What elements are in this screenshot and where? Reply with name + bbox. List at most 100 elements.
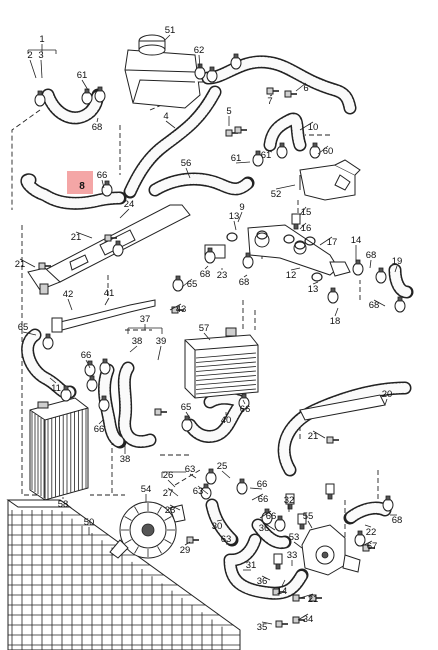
clamp-tab — [45, 333, 51, 339]
clamp-tab — [102, 358, 108, 364]
clamp-tab — [175, 275, 181, 281]
label-part-39: 39 — [156, 336, 167, 347]
label-part-25: 25 — [217, 461, 228, 472]
leader-line — [373, 299, 386, 307]
sensor-tip — [293, 223, 299, 230]
bolt-head — [284, 90, 292, 98]
hose-texture — [203, 56, 355, 113]
leader-line — [165, 120, 176, 129]
label-part-61: 61 — [261, 150, 272, 161]
leader-line — [189, 473, 197, 479]
label-part-14: 14 — [351, 235, 362, 246]
hose-clamp — [309, 145, 321, 159]
hose-clamp — [327, 290, 339, 304]
leader-line — [167, 487, 179, 497]
label-part-66: 66 — [258, 494, 269, 505]
hose-clamp — [86, 378, 98, 392]
hose-texture — [253, 520, 290, 548]
label-part-53: 53 — [289, 532, 300, 543]
leader-line — [261, 575, 271, 581]
leader-line — [167, 479, 176, 488]
label-part-63: 63 — [221, 534, 232, 545]
label-part-21: 21 — [308, 431, 319, 442]
label-part-17: 17 — [327, 237, 338, 248]
alternator-rib — [157, 546, 162, 554]
leader-line — [119, 208, 130, 219]
o-ring — [304, 236, 316, 246]
clamp-tab — [239, 478, 245, 484]
label-part-37: 37 — [140, 314, 151, 325]
cooler-plate — [195, 379, 257, 386]
label-part-34: 34 — [303, 614, 314, 625]
label-part-58: 58 — [58, 499, 69, 510]
pipe-41 — [51, 299, 156, 333]
label-part-68: 68 — [392, 515, 403, 526]
clamp-tab — [209, 66, 215, 72]
leader-line — [225, 543, 237, 546]
leader-line — [281, 579, 286, 587]
label-part-61: 61 — [231, 153, 242, 164]
label-part-13: 13 — [308, 284, 319, 295]
label-part-68: 68 — [200, 269, 211, 280]
label-part-66: 66 — [257, 479, 268, 490]
label-part-67: 67 — [367, 541, 378, 552]
hose-clamp — [84, 363, 96, 377]
coolant-flange-assembly — [204, 224, 351, 277]
hose-clamp — [60, 388, 72, 402]
clamp-tab — [203, 483, 209, 489]
leader-line — [312, 281, 319, 285]
alternator-rib — [157, 506, 162, 514]
clamp-tab — [355, 259, 361, 265]
label-part-28: 28 — [165, 505, 176, 516]
label-part-5: 5 — [226, 106, 231, 117]
leader-line — [198, 54, 201, 69]
sensor-body — [325, 483, 335, 495]
leader-line — [259, 510, 272, 519]
leader-line — [169, 303, 182, 311]
cooler-plate — [195, 375, 257, 381]
clamp-tab — [184, 415, 190, 421]
highlight-marker-part-8[interactable] — [67, 171, 93, 194]
o-ring — [256, 230, 268, 240]
leader-line — [307, 520, 313, 529]
hose-clamp — [206, 69, 218, 83]
clamp-tab — [357, 530, 363, 536]
label-part-24: 24 — [124, 199, 135, 210]
clamp-tab — [241, 393, 247, 399]
clamp-tab — [330, 287, 336, 293]
label-part-21: 21 — [15, 259, 26, 270]
leader-line — [249, 487, 263, 490]
leader-line — [98, 419, 104, 425]
hose-texture — [227, 535, 260, 565]
label-part-38: 38 — [120, 454, 131, 465]
clamp-tab — [279, 142, 285, 148]
alternator-rib — [134, 546, 139, 554]
label-part-66: 66 — [97, 170, 108, 181]
leader-line — [49, 377, 57, 384]
label-part-14: 14 — [277, 586, 288, 597]
hose-clamp — [394, 299, 406, 313]
label-part-23: 23 — [217, 270, 228, 281]
label-part-66: 66 — [94, 424, 105, 435]
o-ring — [283, 234, 295, 244]
clamp-tab — [97, 86, 103, 92]
hose-clamp — [181, 418, 193, 432]
clamps-seals-bolts — [34, 53, 406, 628]
clamp-tab — [245, 252, 251, 258]
clamp-tab — [378, 267, 384, 273]
label-part-55: 55 — [303, 511, 314, 522]
clamp-tab — [63, 385, 69, 391]
label-part-32: 32 — [284, 495, 295, 506]
clamp-tab — [89, 375, 95, 381]
label-part-8: 8 — [79, 181, 85, 192]
leader-line — [394, 265, 398, 273]
hose-texture — [125, 87, 220, 197]
hose-clamp — [236, 481, 248, 495]
leader-line — [181, 278, 193, 288]
hose-texture — [345, 503, 390, 523]
label-part-60: 60 — [323, 146, 334, 157]
leader-line — [19, 258, 36, 268]
label-part-66: 66 — [240, 404, 251, 415]
cooler-plate — [195, 388, 257, 395]
hose-texture — [185, 400, 245, 442]
